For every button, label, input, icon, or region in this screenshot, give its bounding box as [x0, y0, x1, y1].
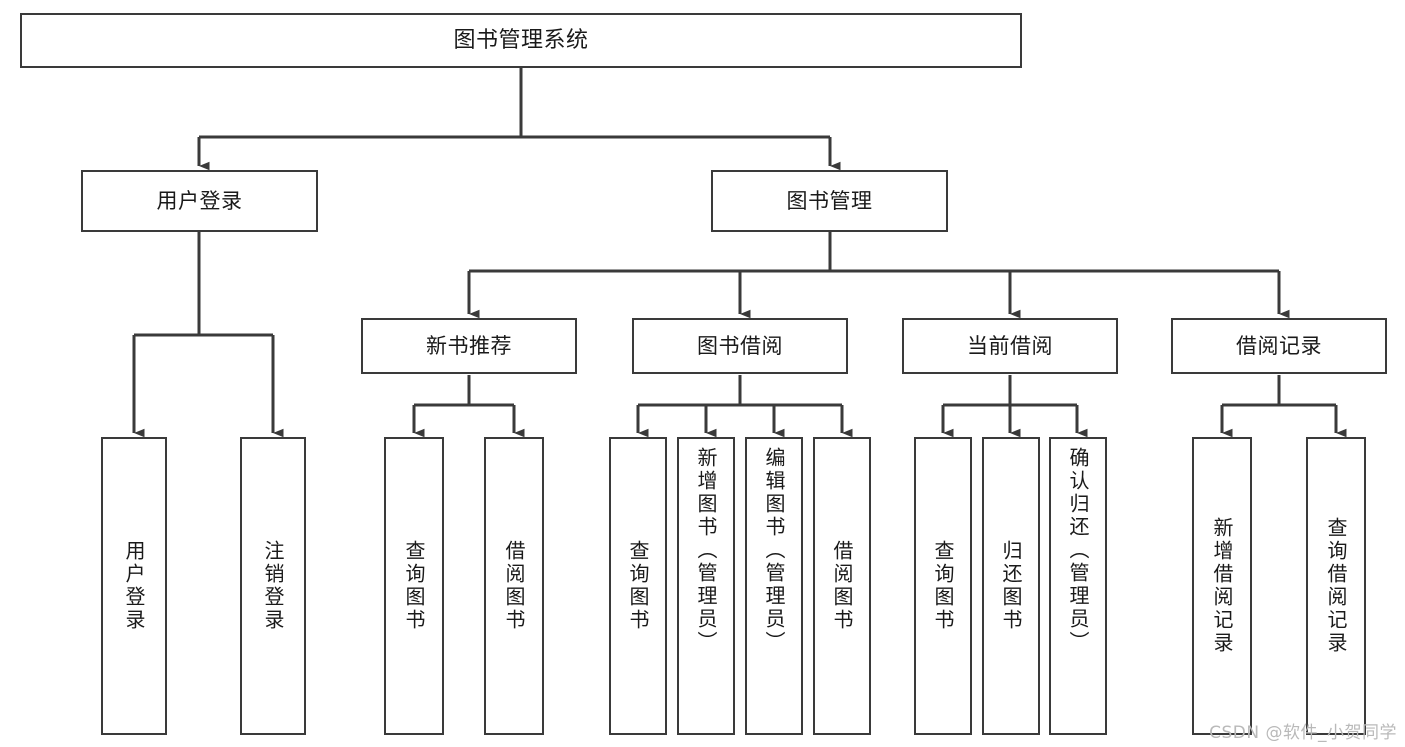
leaf-return-book[interactable]: 归还图书: [982, 437, 1040, 735]
leaf-query-book-borrow[interactable]: 查询图书: [609, 437, 667, 735]
leaf-borrow-book[interactable]: 借阅图书: [813, 437, 871, 735]
leaf-query-book-current-label: 查询图书: [931, 540, 955, 632]
node-book-borrow[interactable]: 图书借阅: [632, 318, 848, 374]
leaf-add-book-admin[interactable]: 新增图书（管理员）: [677, 437, 735, 735]
node-new-book-recommend[interactable]: 新书推荐: [361, 318, 577, 374]
watermark-text: CSDN @软件_小贺同学: [1209, 723, 1397, 743]
node-user-login-label: 用户登录: [156, 188, 243, 213]
leaf-query-book-borrow-label: 查询图书: [626, 540, 650, 632]
leaf-user-login[interactable]: 用户登录: [101, 437, 167, 735]
leaf-user-login-label: 用户登录: [122, 540, 146, 632]
leaf-add-borrow-record-label: 新增借阅记录: [1210, 517, 1234, 655]
leaf-return-book-label: 归还图书: [999, 540, 1023, 632]
leaf-add-borrow-record[interactable]: 新增借阅记录: [1192, 437, 1252, 735]
leaf-query-borrow-record-label: 查询借阅记录: [1324, 517, 1348, 655]
node-book-management-label: 图书管理: [786, 188, 873, 213]
leaf-confirm-return-admin[interactable]: 确认归还（管理员）: [1049, 437, 1107, 735]
node-book-borrow-label: 图书借阅: [697, 333, 783, 358]
leaf-borrow-book-recommend-label: 借阅图书: [502, 540, 526, 632]
node-new-book-recommend-label: 新书推荐: [426, 333, 512, 358]
node-book-management[interactable]: 图书管理: [711, 170, 948, 232]
leaf-query-borrow-record[interactable]: 查询借阅记录: [1306, 437, 1366, 735]
leaf-query-book-recommend-label: 查询图书: [402, 540, 426, 632]
leaf-logout-label: 注销登录: [261, 540, 285, 632]
leaf-borrow-book-label: 借阅图书: [830, 540, 854, 632]
leaf-logout[interactable]: 注销登录: [240, 437, 306, 735]
leaf-confirm-return-admin-label: 确认归还（管理员）: [1066, 447, 1090, 654]
node-borrow-record-label: 借阅记录: [1236, 333, 1322, 358]
leaf-add-book-admin-label: 新增图书（管理员）: [694, 447, 718, 654]
node-user-login[interactable]: 用户登录: [81, 170, 318, 232]
node-current-borrow-label: 当前借阅: [967, 333, 1053, 358]
leaf-query-book-current[interactable]: 查询图书: [914, 437, 972, 735]
leaf-edit-book-admin[interactable]: 编辑图书（管理员）: [745, 437, 803, 735]
leaf-query-book-recommend[interactable]: 查询图书: [384, 437, 444, 735]
node-current-borrow[interactable]: 当前借阅: [902, 318, 1118, 374]
watermark: CSDN @软件_小贺同学: [1209, 718, 1397, 743]
node-root-system-label: 图书管理系统: [453, 27, 589, 53]
leaf-borrow-book-recommend[interactable]: 借阅图书: [484, 437, 544, 735]
leaf-edit-book-admin-label: 编辑图书（管理员）: [762, 447, 786, 654]
node-root-system[interactable]: 图书管理系统: [20, 13, 1022, 68]
node-borrow-record[interactable]: 借阅记录: [1171, 318, 1387, 374]
